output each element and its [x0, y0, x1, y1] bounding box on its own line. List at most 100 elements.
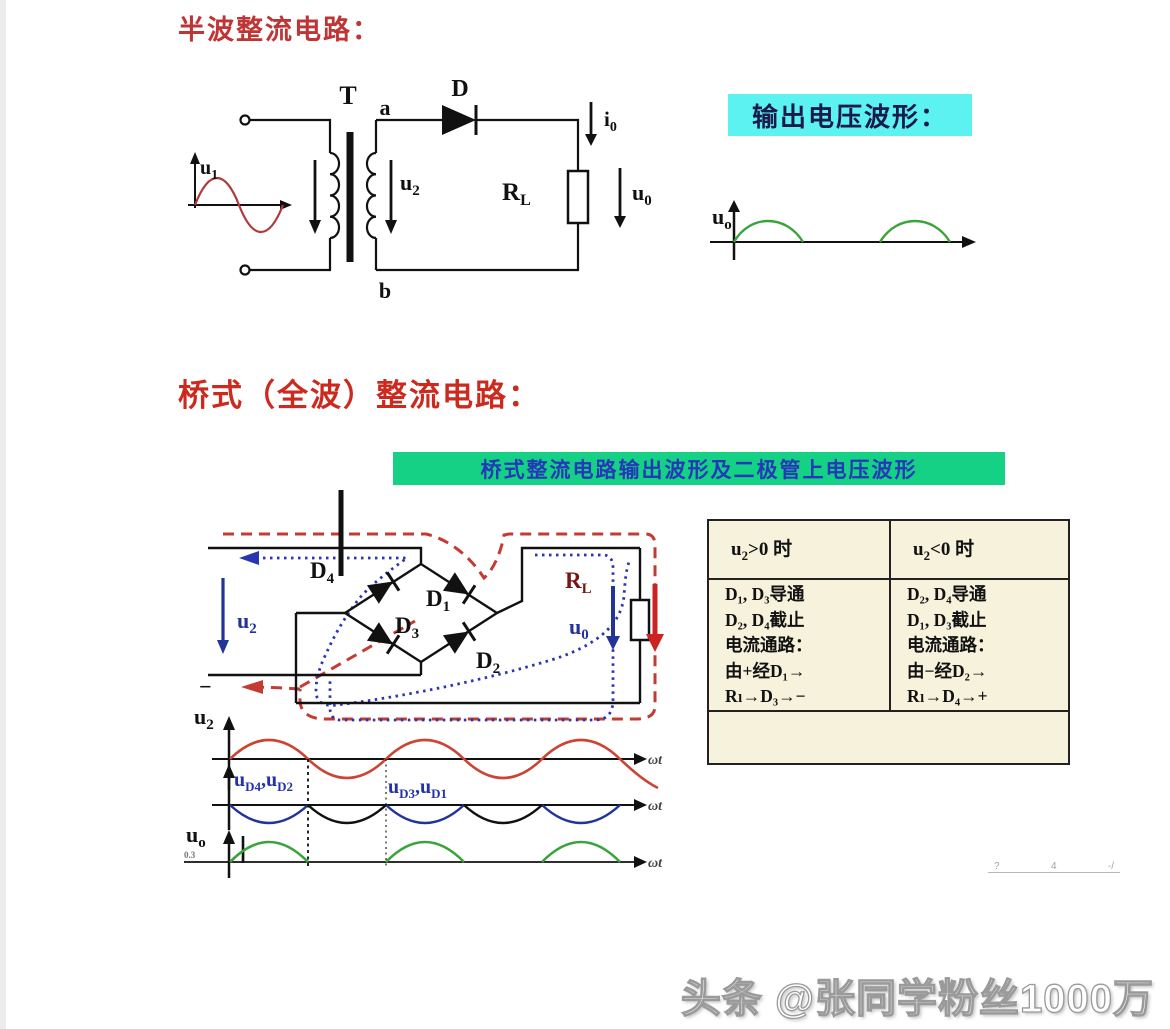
blue-path-arrowhead-icon	[239, 551, 259, 565]
label-node-a: a	[380, 95, 391, 120]
label-rl: RL	[565, 568, 592, 597]
i0-current-arrow-icon	[585, 102, 597, 146]
diode-d2-icon	[442, 621, 477, 654]
watermark: 头条 @张同学粉丝1000万	[680, 976, 1154, 1021]
faint-annotation: ? 4 -/	[988, 842, 1120, 873]
label-diode-d: D	[451, 76, 468, 102]
wire	[208, 662, 423, 677]
diode-d1-icon	[442, 572, 477, 605]
wire	[249, 118, 332, 272]
table-body-negative: D₂, D₄导通 D₁, D₃截止 电流通路： 由−经D₂→ Rₗ→D₄→+	[891, 582, 1070, 710]
label-uo: uo	[712, 204, 732, 233]
conduction-table: u2>0 时 u2<0 时 D₁, D₃导通 D₂, D₄截止 电流通路： 由+…	[707, 519, 1070, 765]
output-voltage-label: 输出电压波形：	[728, 94, 972, 136]
bridge-circuit-diagram: u2 − D4 D1 D3 D2 RL u0	[199, 490, 664, 722]
table-line: 电流通路：	[907, 635, 995, 655]
page-left-margin	[0, 0, 6, 1029]
bridge-title: 桥式（全波）整流电路：	[178, 378, 541, 413]
diode-symbol-icon	[442, 105, 478, 135]
axis-label-wt2: ωt	[648, 799, 663, 814]
axis-arrowhead-icon	[634, 799, 647, 811]
label-ud4-ud2: uD4,uD2	[234, 769, 293, 794]
table-line: 电流通路：	[725, 635, 813, 655]
faint-mark: ?	[994, 861, 1000, 872]
axis-arrowhead-icon	[728, 200, 740, 212]
faint-mark: 4	[1050, 861, 1057, 872]
main-loop-wires	[376, 118, 580, 272]
label-u0: u0	[632, 180, 652, 209]
axis-arrowhead-icon	[190, 152, 200, 164]
input-terminals	[239, 114, 251, 276]
axis-label-wt3: ωt	[648, 856, 663, 871]
label-u0: u0	[569, 614, 589, 643]
label-d2: D2	[476, 648, 500, 677]
transformer-core-icon	[346, 132, 354, 262]
faint-mark: -/	[1107, 861, 1114, 872]
label-d4: D4	[310, 558, 335, 587]
u0-voltage-arrow-icon	[614, 168, 626, 228]
table-header-positive: u2>0 时	[731, 539, 793, 563]
wire	[496, 546, 642, 703]
u1-sine-curve	[193, 176, 285, 234]
bridge-banner: 桥式整流电路输出波形及二极管上电压波形	[393, 452, 1005, 485]
table-line: 由−经D₂→	[907, 660, 988, 681]
wire	[376, 118, 580, 272]
wire	[208, 546, 423, 564]
label-minus: −	[199, 674, 212, 699]
load-resistor-icon	[629, 598, 651, 642]
table-line: 由+经D₁→	[725, 660, 806, 681]
secondary-side-wires	[365, 120, 378, 270]
label-i0: i0	[604, 107, 617, 135]
secondary-current-arrow-icon	[385, 160, 397, 234]
axis-arrowhead-icon	[223, 830, 235, 844]
blue-current-path	[249, 556, 631, 707]
label-rl: RL	[502, 179, 531, 209]
axis-arrowhead-icon	[223, 716, 235, 730]
diode-voltage-black-humps	[307, 804, 543, 825]
table-body-positive: D₁, D₃导通 D₂, D₄截止 电流通路： 由+经D₁→ Rₗ→D₃→−	[709, 582, 889, 710]
terminal-bottom-icon	[239, 264, 251, 276]
label-node-b: b	[379, 278, 391, 303]
diode-d4-icon	[366, 571, 401, 604]
label-d1: D1	[426, 586, 450, 615]
axis-label-wt1: ωt	[648, 753, 663, 768]
table-line: D₂, D₄截止	[725, 609, 805, 630]
half-wave-output-waveform: uo	[710, 200, 976, 260]
label-u2: u2	[237, 608, 257, 637]
u2-input-arrow-icon	[217, 578, 229, 654]
red-current-path	[223, 532, 657, 721]
diamond	[342, 562, 500, 664]
blue-current-path-return	[328, 553, 615, 722]
table-line: Rₗ→D₃→−	[725, 686, 806, 706]
red-path-arrowhead-icon	[241, 680, 263, 694]
label-u2-wave: u2	[194, 704, 214, 733]
label-d3: D3	[395, 613, 419, 642]
table-header-line	[709, 578, 1068, 580]
u0-blue-arrow-icon	[606, 586, 620, 650]
tiny-origin-label: 0.3	[184, 850, 196, 860]
u2-sine-curve	[229, 738, 659, 790]
label-transformer-t: T	[339, 81, 356, 110]
uo-green-humps	[229, 840, 621, 863]
table-bottom-line	[709, 710, 1068, 712]
label-u2: u2	[400, 170, 420, 199]
bridge-wires	[208, 546, 642, 705]
load-resistor-icon	[566, 169, 590, 225]
diode-d3-icon	[366, 622, 401, 655]
table-divider	[889, 521, 891, 710]
table-line: Rₗ→D₄→+	[907, 686, 988, 706]
secondary-winding-icon	[365, 151, 377, 240]
wire	[294, 611, 640, 705]
table-header-negative: u2<0 时	[913, 539, 975, 563]
table-line: D₂, D₄导通	[907, 584, 987, 604]
terminal-top-icon	[239, 114, 251, 126]
half-sine-humps	[732, 219, 952, 243]
table-line: D₁, D₃导通	[725, 584, 805, 604]
primary-side-wires	[249, 118, 341, 272]
red-current-arrow-icon	[646, 584, 664, 652]
table-line: D₁, D₃截止	[907, 609, 987, 630]
label-ud3-ud1: uD3,uD1	[388, 776, 447, 801]
u1-mini-axes	[188, 152, 292, 234]
axis-arrowhead-icon	[962, 236, 976, 248]
